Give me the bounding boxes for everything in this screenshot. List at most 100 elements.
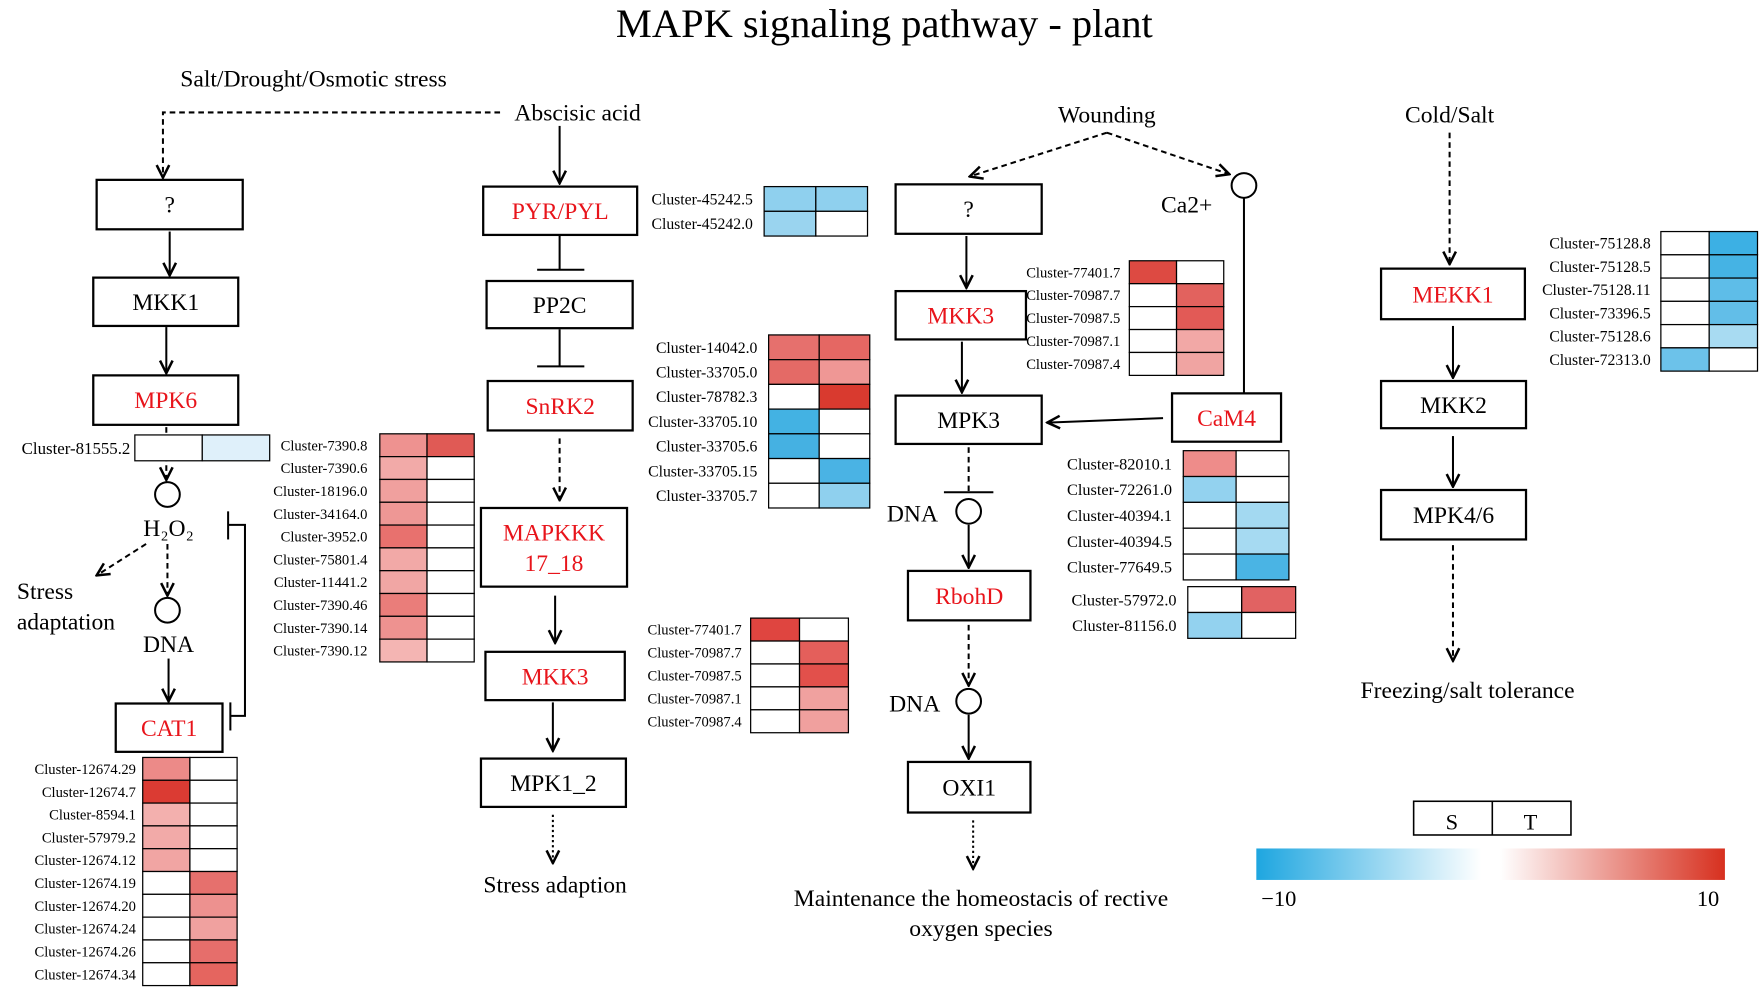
node-label: MPK1_2 (510, 771, 596, 797)
heatmap-row: Cluster-57979.2 (42, 825, 238, 850)
heatmap-cell-s (750, 640, 801, 665)
cluster-label: Cluster-12674.24 (35, 922, 137, 938)
heatmap-cell-s (1660, 347, 1710, 372)
heatmap-row: Cluster-11441.2 (274, 570, 475, 595)
heatmap-cell-s (1660, 323, 1710, 349)
node-label: MPK6 (134, 388, 197, 414)
cluster-label: Cluster-70987.7 (1026, 288, 1120, 304)
heatmap-cell-t (1175, 305, 1225, 331)
heatmap-row: Cluster-82010.1 (1067, 450, 1290, 478)
arrow-wounding-to-ca2 (1106, 131, 1229, 175)
heatmap-row: Cluster-70987.5 (648, 663, 850, 688)
node-label: MEKK1 (1412, 282, 1493, 308)
heatmap-row: Cluster-33705.7 (656, 482, 871, 509)
heatmap-row: Cluster-78782.3 (656, 383, 871, 410)
cluster-label: Cluster-33705.0 (656, 365, 758, 382)
heatmap-cell-s (142, 870, 191, 895)
heatmap-snrk2: Cluster-14042.0Cluster-33705.0Cluster-78… (648, 334, 871, 509)
node-label: RbohD (935, 584, 1003, 610)
node-box (486, 379, 634, 432)
cluster-label: Cluster-33705.7 (656, 488, 758, 505)
cluster-label: Cluster-33705.15 (648, 463, 757, 480)
legend-min-label: −10 (1261, 886, 1296, 911)
node-box (92, 276, 240, 328)
cluster-label: Cluster-34164.0 (273, 507, 367, 523)
heatmap-cell-t (1235, 553, 1290, 581)
heatmap-cell-s (768, 482, 820, 509)
heatmap-cell-s (1182, 527, 1237, 555)
heatmap-cell-t (1175, 260, 1225, 285)
heatmap-cell-t (1235, 450, 1290, 478)
cluster-label: Cluster-75128.8 (1549, 236, 1651, 253)
heatmap-cell-t (426, 615, 475, 640)
heatmap-cell-s (1660, 300, 1710, 326)
heatmap-cell-s (1187, 611, 1243, 639)
node-label: MPK4/6 (1413, 503, 1494, 529)
page-title: MAPK signaling pathway - plant (616, 1, 1153, 46)
heatmap-cell-t (189, 756, 238, 781)
legend-column-s: S (1446, 809, 1459, 834)
node-mkk1: MKK1 (92, 276, 240, 328)
heatmap-cell-s (1128, 328, 1178, 354)
cluster-label: Cluster-12674.12 (35, 853, 136, 869)
heatmap-cell-t (189, 825, 238, 850)
node-snrk2: SnRK2 (486, 379, 634, 432)
heatmap-cell-t (189, 870, 238, 895)
node-label: CAT1 (141, 716, 197, 742)
heatmap-cat1: Cluster-12674.29Cluster-12674.7Cluster-8… (35, 756, 238, 987)
node-label-line1: MAPKKK (503, 521, 605, 547)
heatmap-cell-t (818, 383, 871, 410)
heatmap-cell-t (189, 939, 238, 964)
heatmap-cell-s (142, 825, 191, 850)
node-box (894, 394, 1043, 446)
heatmap-cell-t (189, 802, 238, 827)
heatmap-cell-t (815, 185, 869, 212)
heatmap-mkk3-aba: Cluster-77401.7Cluster-70987.7Cluster-70… (648, 617, 850, 734)
cluster-label: Cluster-12674.29 (35, 762, 136, 778)
heatmap-row: Cluster-12674.29 (35, 756, 238, 781)
heatmap-cell-s (379, 592, 428, 617)
heatmap-cell-s (1128, 351, 1178, 377)
heatmap-row: Cluster-33705.10 (648, 408, 871, 435)
dna-circle-mid (955, 497, 983, 525)
heatmap-cell-s (1660, 277, 1710, 302)
heatmap-cell-s (768, 334, 820, 361)
dna-circle-left (154, 596, 181, 624)
cluster-label: Cluster-77401.7 (1026, 265, 1120, 281)
node-oxi1: OXI1 (906, 760, 1032, 814)
heatmap-row: Cluster-70987.1 (1026, 328, 1225, 354)
heatmap-cell-t (201, 434, 271, 462)
inhibition-pp2c-snrk2 (537, 329, 585, 368)
heatmap-row: Cluster-81156.0 (1072, 611, 1297, 639)
cluster-label: Cluster-82010.1 (1067, 454, 1172, 473)
node-mpk1-2: MPK1_2 (479, 757, 628, 809)
heatmap-cell-s (142, 893, 191, 918)
heatmap-cell-t (1175, 283, 1225, 308)
node-label: PYR/PYL (512, 199, 609, 225)
heatmap-row: Cluster-77401.7 (1026, 260, 1225, 285)
dna-label-left: DNA (143, 632, 194, 658)
heatmap-cell-s (142, 848, 191, 873)
heatmap-row: Cluster-34164.0 (273, 501, 475, 526)
heatmap-cell-s (768, 457, 820, 484)
heatmap-cell-t (426, 478, 475, 503)
arrow-cam4-to-mpk3 (1047, 418, 1164, 422)
node-box (1379, 488, 1528, 541)
heatmap-cell-s (379, 615, 428, 640)
inhibition-pyr-pp2c (537, 236, 585, 271)
cluster-label: Cluster-7390.6 (281, 461, 368, 477)
heatmap-cell-s (1182, 553, 1237, 581)
heatmap-cell-t (189, 848, 238, 873)
heatmap-cell-t (798, 617, 850, 642)
heatmap-cell-s (142, 962, 191, 987)
cluster-label: Cluster-12674.26 (35, 944, 136, 960)
heatmap-row: Cluster-8594.1 (49, 802, 238, 827)
legend: S T −10 10 (1256, 800, 1725, 911)
node-mpk6: MPK6 (92, 374, 240, 426)
heatmap-row: Cluster-12674.20 (35, 893, 238, 918)
node-label-line2: 17_18 (525, 551, 584, 577)
heatmap-cell-s (763, 185, 817, 212)
node-pp2c: PP2C (485, 279, 634, 330)
heatmap-cell-t (1708, 300, 1759, 326)
heatmap-cell-s (750, 663, 801, 688)
